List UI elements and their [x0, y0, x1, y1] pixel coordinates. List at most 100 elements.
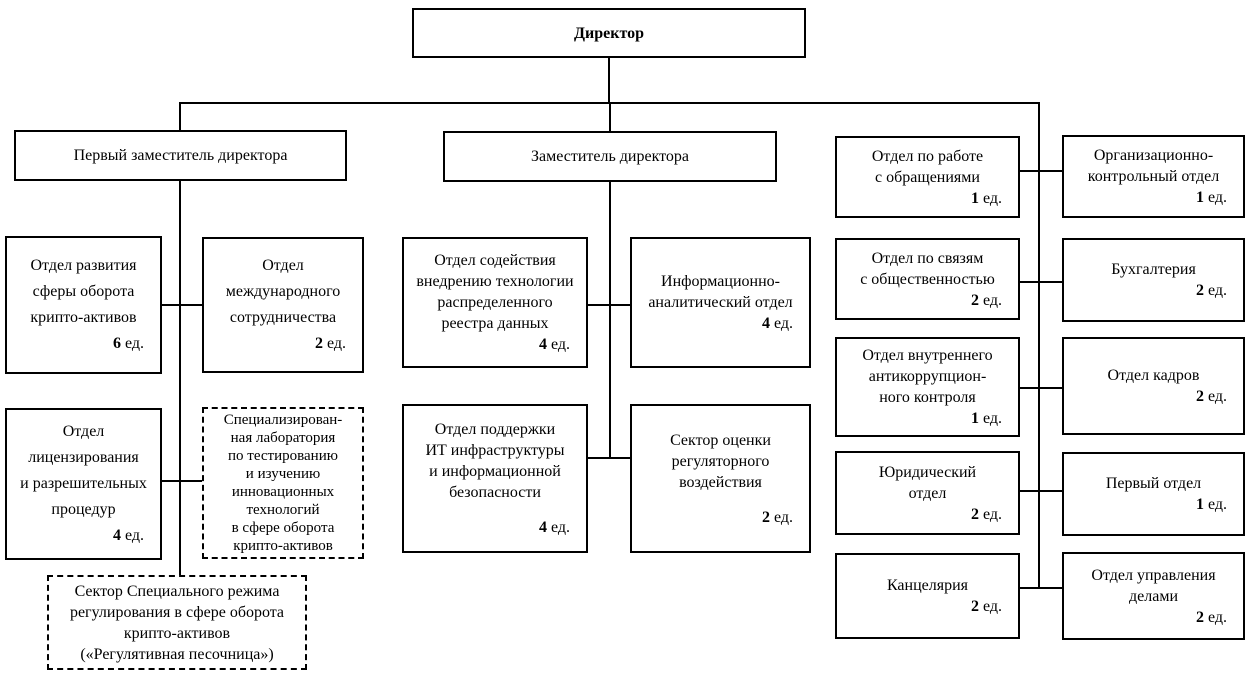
node-hr-title: Отдел кадров: [1107, 367, 1200, 384]
node-legal-title: Юридический отдел: [878, 463, 977, 502]
count-unit: ед.: [550, 336, 570, 353]
node-licensing: Отдел лицензирования и разрешительных пр…: [5, 408, 162, 560]
connector-drop-deputy: [609, 102, 611, 133]
count-number: 4: [538, 336, 547, 353]
node-org-control-count: 1 ед.: [1064, 187, 1243, 208]
connector-spine-left: [179, 181, 181, 576]
node-intl-count: 2 ед.: [204, 331, 362, 357]
count-number: 2: [970, 505, 979, 523]
count-unit: ед.: [1207, 496, 1227, 513]
node-sandbox-title: Сектор Специального режима регулирования…: [69, 582, 285, 663]
count-unit: ед.: [982, 189, 1002, 207]
count-number: 4: [112, 527, 121, 544]
node-deputy: Заместитель директора: [443, 131, 777, 182]
count-number: 1: [970, 410, 979, 427]
node-deputy-title: Заместитель директора: [530, 148, 690, 165]
node-case-management: Отдел управления делами 2 ед.: [1062, 552, 1245, 640]
count-unit: ед.: [773, 315, 793, 332]
count-number: 1: [1195, 496, 1204, 513]
node-licensing-count: 4 ед.: [7, 523, 160, 549]
node-dev-crypto-count: 6 ед.: [7, 331, 160, 357]
node-dlt-title: Отдел содействия внедрению технологии ра…: [416, 252, 574, 332]
node-hr-count: 2 ед.: [1064, 386, 1243, 407]
node-it-support: Отдел поддержки ИТ инфраструктуры и инфо…: [402, 404, 588, 553]
connector-right-row3: [1020, 387, 1062, 389]
node-first-department: Первый отдел 1 ед.: [1062, 452, 1245, 536]
node-accounting-title: Бухгалтерия: [1111, 261, 1196, 278]
node-anticorruption-title: Отдел внутреннего антикоррупцион- ного к…: [862, 347, 993, 406]
count-unit: ед.: [326, 335, 346, 352]
count-unit: ед.: [1207, 608, 1227, 626]
connector-right-row2: [1020, 281, 1062, 283]
node-dev-crypto-title: Отдел развития сферы оборота крипто-акти…: [30, 257, 137, 326]
count-number: 1: [1195, 189, 1204, 206]
count-number: 2: [1195, 282, 1204, 299]
node-anticorruption: Отдел внутреннего антикоррупцион- ного к…: [835, 337, 1020, 437]
node-first-department-title: Первый отдел: [1105, 475, 1202, 492]
count-unit: ед.: [982, 291, 1002, 309]
node-accounting: Бухгалтерия 2 ед.: [1062, 238, 1245, 322]
node-appeals-title: Отдел по работе с обращениями: [871, 147, 984, 186]
node-lab-title: Специализирован- ная лаборатория по тест…: [223, 412, 343, 554]
node-first-deputy: Первый заместитель директора: [14, 130, 347, 181]
node-intl: Отдел международного сотрудничества 2 ед…: [202, 237, 364, 373]
count-unit: ед.: [773, 508, 793, 526]
node-public-relations-count: 2 ед.: [837, 290, 1018, 311]
count-unit: ед.: [1207, 189, 1227, 206]
node-org-control-title: Организационно- контрольный отдел: [1087, 147, 1220, 185]
node-director-title: Директор: [574, 24, 644, 42]
node-chancellery-count: 2 ед.: [837, 596, 1018, 617]
node-first-deputy-title: Первый заместитель директора: [73, 147, 288, 164]
node-info-analytics-title: Информационно- аналитический отдел: [648, 273, 793, 311]
node-dlt-count: 4 ед.: [404, 334, 586, 355]
node-public-relations-title: Отдел по связям с общественностью: [860, 249, 995, 288]
node-info-analytics: Информационно- аналитический отдел 4 ед.: [630, 237, 811, 368]
count-unit: ед.: [982, 505, 1002, 523]
node-appeals: Отдел по работе с обращениями 1 ед.: [835, 136, 1020, 218]
count-unit: ед.: [1207, 282, 1227, 299]
node-case-management-title: Отдел управления делами: [1091, 566, 1216, 605]
count-unit: ед.: [982, 598, 1002, 615]
node-licensing-title: Отдел лицензирования и разрешительных пр…: [20, 423, 147, 518]
connector-mid-row1: [588, 304, 630, 306]
node-info-analytics-count: 4 ед.: [632, 313, 809, 334]
node-hr: Отдел кадров 2 ед.: [1062, 337, 1245, 435]
connector-right-row5: [1020, 587, 1062, 589]
count-number: 4: [538, 519, 547, 536]
node-first-department-count: 1 ед.: [1064, 494, 1243, 515]
node-appeals-count: 1 ед.: [837, 188, 1018, 209]
node-chancellery-title: Канцелярия: [886, 577, 969, 594]
node-case-management-count: 2 ед.: [1064, 607, 1243, 628]
node-dlt: Отдел содействия внедрению технологии ра…: [402, 237, 588, 368]
count-number: 2: [970, 598, 979, 615]
connector-left-row1: [162, 304, 202, 306]
node-sandbox: Сектор Специального режима регулирования…: [47, 575, 307, 670]
node-public-relations: Отдел по связям с общественностью 2 ед.: [835, 238, 1020, 320]
connector-director-drop: [608, 58, 610, 102]
node-intl-title: Отдел международного сотрудничества: [225, 257, 341, 326]
node-director: Директор: [412, 8, 806, 58]
node-anticorruption-count: 1 ед.: [837, 408, 1018, 429]
count-number: 2: [970, 291, 979, 309]
count-number: 2: [1195, 388, 1204, 405]
connector-spine-right: [1038, 102, 1040, 589]
count-number: 2: [314, 335, 323, 352]
connector-spine-middle: [609, 182, 611, 459]
connector-left-row2: [162, 480, 202, 482]
node-legal-count: 2 ед.: [837, 504, 1018, 525]
node-lab: Специализирован- ная лаборатория по тест…: [202, 407, 364, 559]
connector-drop-first-deputy: [179, 102, 181, 132]
count-unit: ед.: [982, 410, 1002, 427]
count-number: 6: [112, 335, 121, 352]
node-regulatory-count: 2 ед.: [632, 507, 809, 528]
node-org-control: Организационно- контрольный отдел 1 ед.: [1062, 135, 1245, 218]
count-unit: ед.: [124, 527, 144, 544]
count-unit: ед.: [550, 519, 570, 536]
node-dev-crypto: Отдел развития сферы оборота крипто-акти…: [5, 236, 162, 374]
count-number: 2: [761, 508, 770, 526]
node-it-support-title: Отдел поддержки ИТ инфраструктуры и инфо…: [425, 421, 565, 501]
count-unit: ед.: [124, 335, 144, 352]
count-number: 2: [1195, 608, 1204, 626]
node-regulatory: Сектор оценки регуляторного воздействия …: [630, 404, 811, 553]
